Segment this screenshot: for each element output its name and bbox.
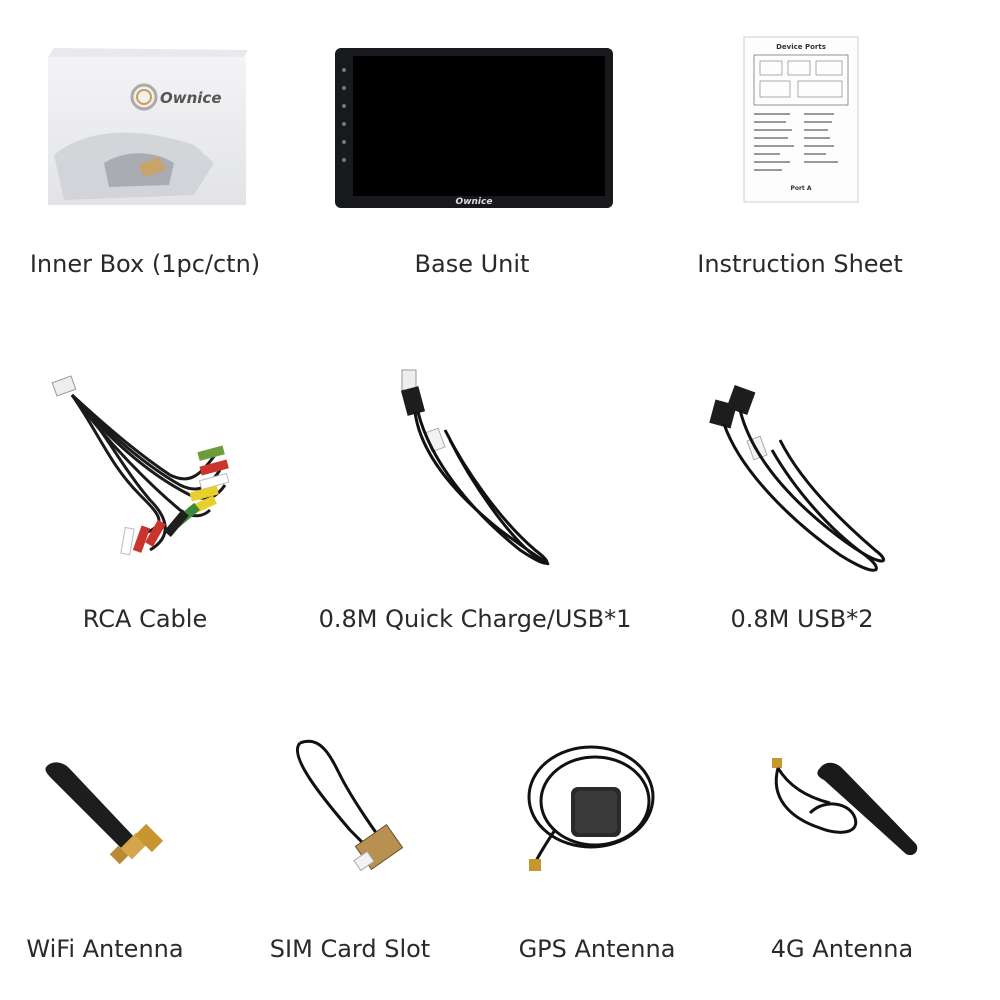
item-label: Instruction Sheet: [697, 250, 903, 278]
item-label: GPS Antenna: [518, 935, 676, 963]
item-label: 0.8M Quick Charge/USB*1: [318, 605, 632, 633]
usb-cable-icon: [390, 369, 560, 575]
item-label: WiFi Antenna: [26, 935, 184, 963]
head-unit-screen-icon: Ownice: [335, 48, 615, 210]
item-label: 4G Antenna: [770, 935, 914, 963]
item-label: RCA Cable: [82, 605, 208, 633]
item-label: SIM Card Slot: [269, 935, 431, 963]
sheet-title: Device Ports: [776, 43, 826, 51]
sheet-footer: Port A: [790, 185, 811, 192]
item-label: 0.8M USB*2: [730, 605, 874, 633]
rca-cable-icon: [50, 375, 240, 575]
dual-usb-cable-icon: [709, 380, 890, 575]
item-label: Inner Box (1pc/ctn): [29, 250, 261, 278]
screen-brand-text: Ownice: [456, 197, 493, 207]
box-brand-text: Ownice: [160, 89, 222, 107]
4g-antenna-icon: [770, 758, 920, 873]
item-label: Base Unit: [414, 250, 530, 278]
product-box-icon: Ownice: [44, 45, 249, 205]
gps-antenna-icon: [525, 745, 660, 875]
sim-card-slot-icon: [290, 735, 410, 880]
instruction-sheet-icon: Device Ports Port A: [743, 36, 859, 203]
wifi-antenna-icon: [45, 760, 170, 870]
